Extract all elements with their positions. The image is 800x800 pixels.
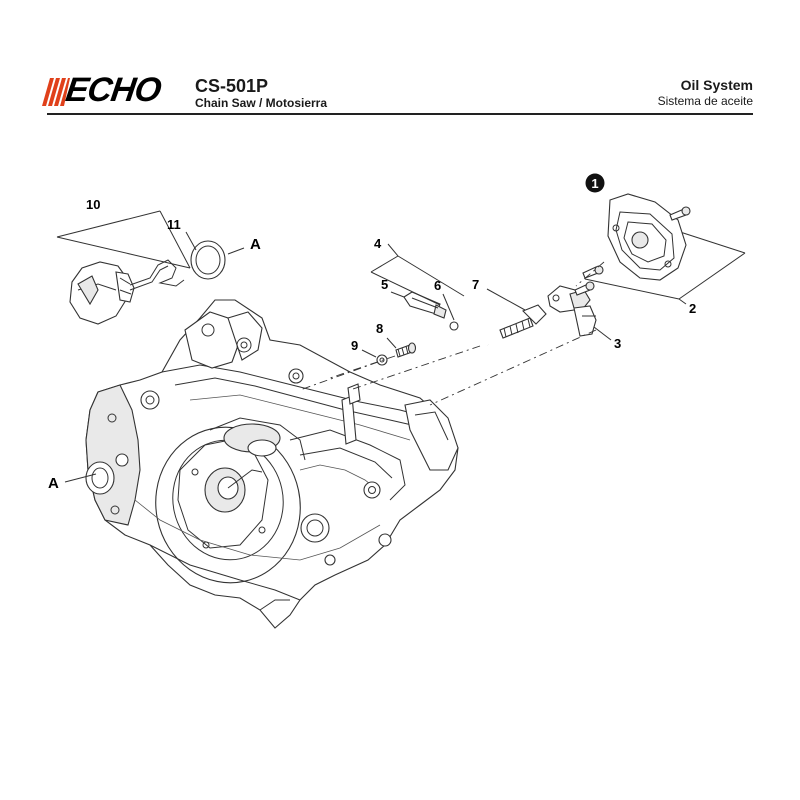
- callout-9: 9: [351, 338, 358, 353]
- oil-cap-gasket-part-11: [190, 240, 226, 280]
- callout-1-badge: [585, 173, 605, 193]
- oil-strainer-part-5: [403, 291, 447, 319]
- leader-11: [185, 231, 197, 251]
- callout-1: 1: [591, 176, 598, 191]
- header-rule: [47, 113, 753, 115]
- leader-7: [486, 288, 526, 311]
- callout-7: 7: [472, 277, 479, 292]
- leader-5: [390, 291, 405, 298]
- oil-pump-part-3: [547, 285, 597, 337]
- page-header: ECHO CS-501P Chain Saw / Motosierra Oil …: [0, 0, 800, 116]
- section-title: Oil System: [680, 77, 753, 93]
- leader-10: [56, 210, 161, 238]
- oil-pump-cover-part-1: [607, 193, 687, 281]
- leader-a-top: [227, 247, 245, 255]
- callout-5: 5: [381, 277, 388, 292]
- callout-3: 3: [614, 336, 621, 351]
- screw-part-8: [395, 342, 417, 358]
- callout-11: 11: [167, 217, 181, 232]
- section-subtitle: Sistema de aceite: [657, 94, 753, 108]
- callout-6: 6: [434, 278, 441, 293]
- cover-screw: [669, 206, 691, 221]
- leader-8: [386, 337, 397, 349]
- o-ring-part-6: [449, 321, 459, 331]
- callout-2: 2: [689, 301, 696, 316]
- callout-10: 10: [86, 197, 100, 212]
- leader-a-left: [64, 473, 97, 483]
- leader-6: [442, 293, 455, 321]
- logo-stripes-icon: [42, 78, 70, 106]
- leader-9: [361, 349, 377, 358]
- callout-4: 4: [374, 236, 382, 251]
- pump-screws: [574, 265, 604, 296]
- callout-a-left: A: [48, 475, 59, 492]
- callout-a-top: A: [250, 236, 261, 253]
- oil-hose-part-7: [476, 304, 547, 346]
- leader-3: [593, 326, 612, 341]
- crankcase-assembly: [85, 299, 459, 629]
- echo-logo: ECHO: [40, 71, 185, 109]
- product-subtitle: Chain Saw / Motosierra: [195, 96, 328, 110]
- leader-2: [678, 298, 687, 305]
- model-number: CS-501P: [195, 76, 269, 96]
- callout-8: 8: [376, 321, 383, 336]
- oil-cap-part-10: [69, 259, 185, 325]
